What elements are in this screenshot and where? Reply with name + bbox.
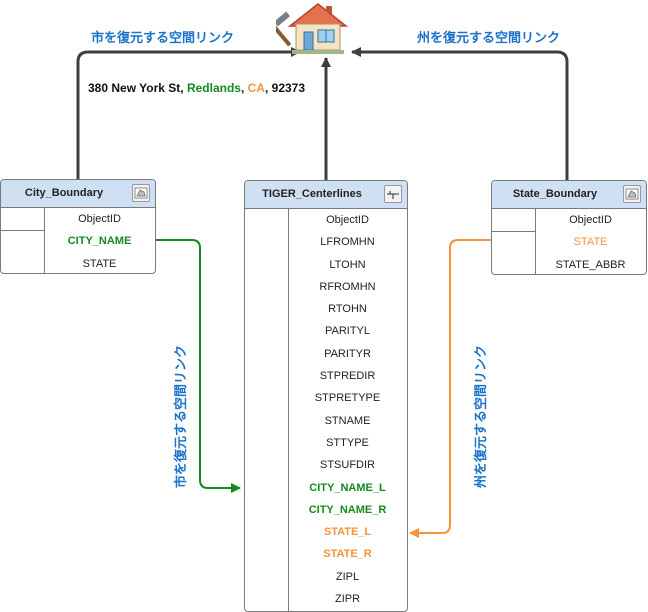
table-header: City_Boundary: [1, 180, 155, 208]
field-row-zipr[interactable]: ZIPR: [334, 593, 361, 606]
field-row-objectid[interactable]: ObjectID: [326, 214, 369, 226]
address-sep2: ,: [264, 81, 272, 95]
gutter-divider: [492, 231, 535, 232]
field-row-stpredir[interactable]: STPREDIR: [319, 370, 376, 383]
address-sep1: ,: [240, 81, 248, 95]
house-icon: [276, 3, 349, 54]
field-row-state-l[interactable]: STATE_L: [323, 526, 372, 539]
table-header: TIGER_Centerlines: [245, 181, 407, 209]
field-row-rfromhn[interactable]: RFROMHN: [319, 280, 376, 293]
city-name-link: [156, 239, 241, 493]
field-row-stname[interactable]: STNAME: [324, 414, 371, 427]
field-row-state[interactable]: STATE: [573, 236, 608, 249]
row-gutter: [492, 209, 536, 274]
gutter-divider: [1, 230, 44, 231]
field-row-city-name-r[interactable]: CITY_NAME_R: [308, 503, 387, 516]
row-gutter: [245, 209, 289, 611]
field-row-city-name[interactable]: CITY_NAME: [67, 235, 132, 248]
field-row-objectid[interactable]: ObjectID: [569, 214, 612, 226]
state-link: [409, 239, 491, 538]
polygon-icon: [132, 184, 150, 202]
field-row-stpretype[interactable]: STPRETYPE: [314, 392, 381, 405]
state-boundary-table[interactable]: State_Boundary ObjectID STATE STATE_ABBR: [491, 180, 647, 275]
field-row-objectid[interactable]: ObjectID: [78, 213, 121, 225]
polygon-icon: [623, 185, 641, 203]
table-title: State_Boundary: [512, 188, 598, 200]
table-header: State_Boundary: [492, 181, 646, 209]
address-city: Redlands: [186, 81, 241, 95]
field-row-city-name-l[interactable]: CITY_NAME_L: [309, 481, 386, 494]
top-right-link-label: 州を復元する空間リンク: [417, 30, 561, 45]
table-title: TIGER_Centerlines: [262, 188, 362, 200]
table-title: City_Boundary: [24, 187, 104, 199]
field-row-lfromhn[interactable]: LFROMHN: [320, 236, 375, 249]
field-row-zipl[interactable]: ZIPL: [335, 570, 360, 583]
field-row-state-abbr[interactable]: STATE_ABBR: [555, 258, 626, 271]
field-row-ltohn[interactable]: LTOHN: [329, 258, 366, 271]
field-row-stsufdir[interactable]: STSUFDIR: [320, 459, 375, 472]
field-row-sttype[interactable]: STTYPE: [326, 436, 369, 449]
line-icon: [384, 185, 402, 203]
address-street: 380 New York St,: [88, 81, 187, 95]
right-vertical-link-label: 州を復元する空間リンク: [473, 344, 488, 488]
field-row-state[interactable]: STATE: [82, 257, 117, 270]
address-zip: 92373: [271, 81, 306, 95]
address-label: 380 New York St, Redlands, CA, 92373: [88, 81, 305, 95]
top-left-link-label: 市を復元する空間リンク: [91, 30, 235, 45]
field-row-parityl[interactable]: PARITYL: [324, 325, 371, 338]
left-vertical-link-label: 市を復元する空間リンク: [173, 344, 188, 488]
field-row-parityr[interactable]: PARITYR: [324, 347, 371, 360]
city-boundary-table[interactable]: City_Boundary ObjectID CITY_NAME STATE: [0, 179, 156, 274]
state-to-house-connector: [351, 47, 569, 180]
field-row-rtohn[interactable]: RTOHN: [328, 303, 367, 316]
address-state: CA: [247, 81, 265, 95]
city-to-house-connector: [76, 47, 301, 180]
field-row-state-r[interactable]: STATE_R: [323, 548, 372, 561]
tiger-centerlines-table[interactable]: TIGER_Centerlines ObjectID LFROMHN LTOHN RF…: [244, 180, 408, 612]
row-gutter: [1, 208, 45, 273]
